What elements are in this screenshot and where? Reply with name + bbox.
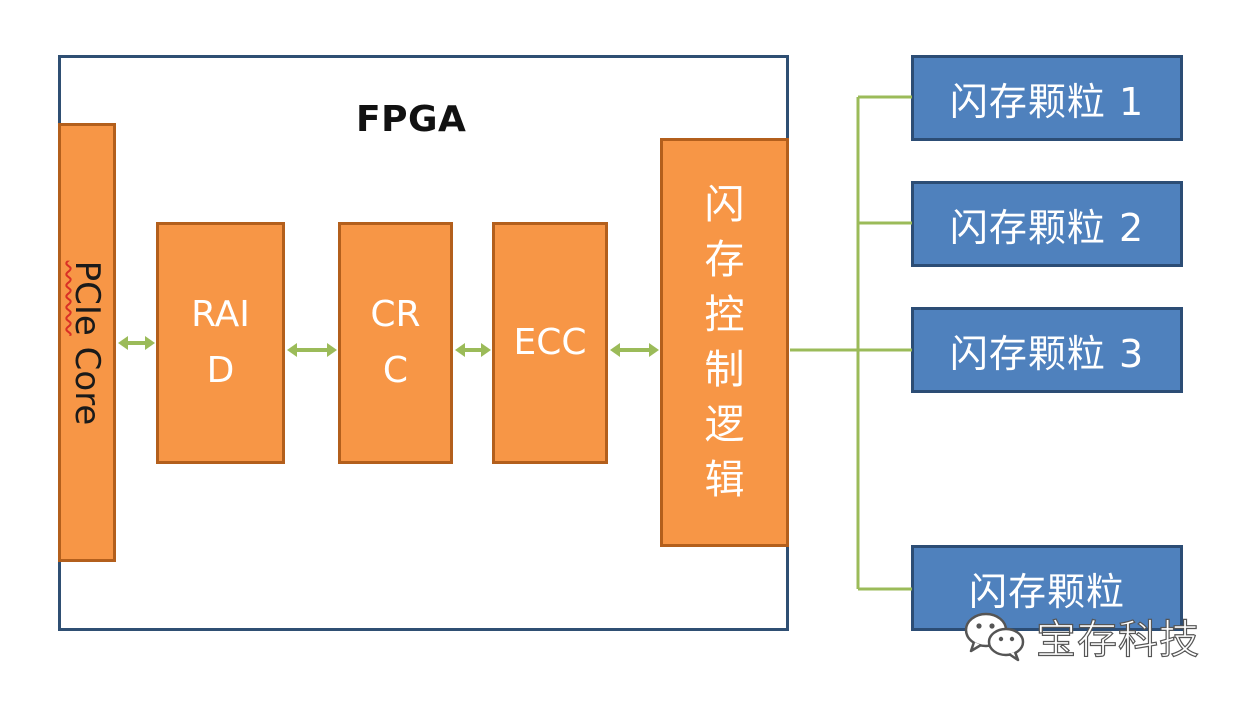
- flash-chip-2-label: 闪存颗粒 2: [949, 205, 1145, 250]
- flash-chip-3-label: 闪存颗粒 3: [949, 331, 1145, 376]
- pcie-core-label-prefix: PCIe: [67, 260, 107, 336]
- flash-chip-1: 闪存颗粒 1: [911, 55, 1183, 141]
- ecc-block: ECC: [492, 222, 608, 464]
- flash-chip-2: 闪存颗粒 2: [911, 181, 1183, 267]
- flash-chip-4: 闪存颗粒: [911, 545, 1183, 631]
- flash-controller-block: 闪存控制逻辑: [660, 138, 789, 547]
- watermark: 宝存科技: [962, 606, 1200, 666]
- watermark-text: 宝存科技: [1035, 616, 1200, 663]
- flash-chip-1-label: 闪存颗粒 1: [949, 79, 1145, 124]
- fpga-title: FPGA: [356, 99, 467, 140]
- raid-block: RAI D: [156, 222, 285, 464]
- flash-controller-label: 闪存控制逻辑: [704, 181, 745, 503]
- raid-label: RAI D: [191, 294, 250, 391]
- flash-chip-4-label: 闪存颗粒: [968, 569, 1125, 614]
- crc-block: CR C: [338, 222, 453, 464]
- wechat-icon: [964, 612, 1025, 662]
- pcie-core-label-suffix: Core: [67, 335, 107, 425]
- crc-label: CR C: [370, 294, 421, 391]
- flash-bus-lines: [790, 95, 912, 591]
- pcie-core-label: PCIe Core: [67, 260, 107, 425]
- ecc-label: ECC: [513, 322, 587, 363]
- flash-chip-3: 闪存颗粒 3: [911, 307, 1183, 393]
- pcie-core-block: PCIe Core: [58, 123, 116, 562]
